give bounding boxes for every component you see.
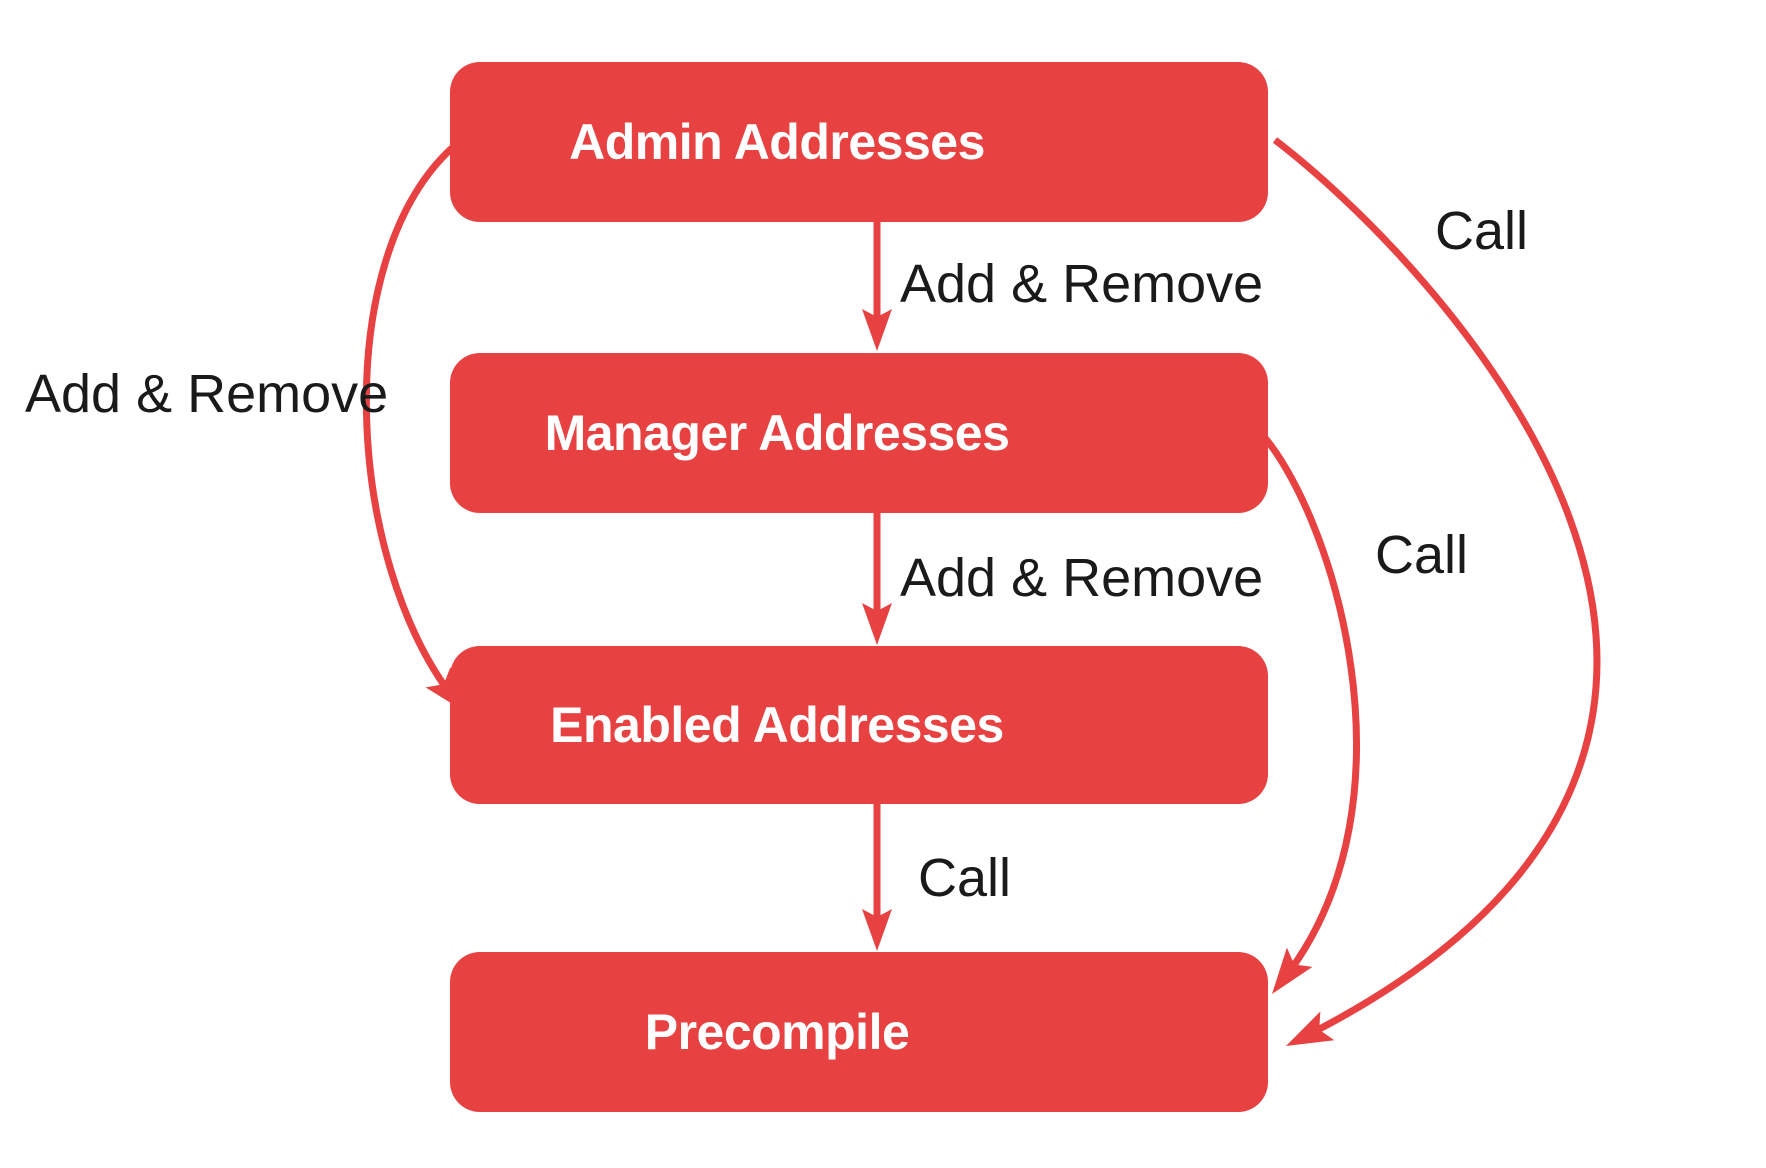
arrowhead-icon [862,603,892,645]
edge-label-admin-precompile: Call [1435,201,1529,261]
node-manager-addresses: Manager Addresses [450,353,1268,513]
node-enabled-addresses-label: Enabled Addresses [550,697,1004,753]
edge-label-manager-precompile: Call [1375,525,1469,585]
edge-manager-to-enabled [862,513,892,645]
arrowhead-icon [1286,1011,1335,1046]
node-enabled-addresses: Enabled Addresses [450,646,1268,804]
arrowhead-icon [862,909,892,951]
edge-admin-to-enabled-line [362,145,458,703]
node-precompile-label: Precompile [644,1004,910,1060]
node-precompile: Precompile [450,952,1268,1112]
edge-label-enabled-precompile: Call [918,848,1012,908]
edge-enabled-to-precompile [862,804,892,951]
edge-manager-to-precompile-line [1255,427,1360,983]
arrowhead-icon [862,309,892,351]
edge-admin-to-precompile [1272,137,1601,1046]
edge-manager-to-precompile [1255,427,1360,994]
edge-admin-to-precompile-line [1272,137,1601,1042]
edge-label-admin-enabled: Add & Remove [25,364,389,424]
node-manager-addresses-label: Manager Addresses [544,405,1010,461]
arrowhead-icon [1272,947,1313,994]
edge-label-manager-enabled: Add & Remove [900,548,1264,608]
node-admin-addresses: Admin Addresses [450,62,1268,222]
edge-label-admin-manager: Add & Remove [900,254,1264,314]
node-admin-addresses-label: Admin Addresses [569,114,985,170]
edge-admin-to-manager [862,222,892,351]
